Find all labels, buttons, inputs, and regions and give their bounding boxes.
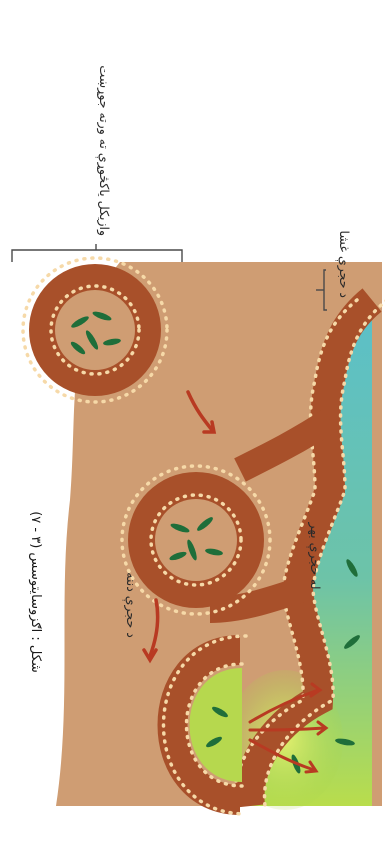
label-outside: له حجرې بهر [306, 521, 323, 589]
label-inside: د حجرې دننه [122, 572, 139, 638]
label-membrane: د حجرې غشا [335, 231, 352, 299]
figure-caption: (۷ - ۳) شکل : اګزوسایتوسس [28, 511, 43, 673]
label-vesicle: وازیکل یاکڅوړې ته ورته جوړښت [95, 65, 112, 236]
